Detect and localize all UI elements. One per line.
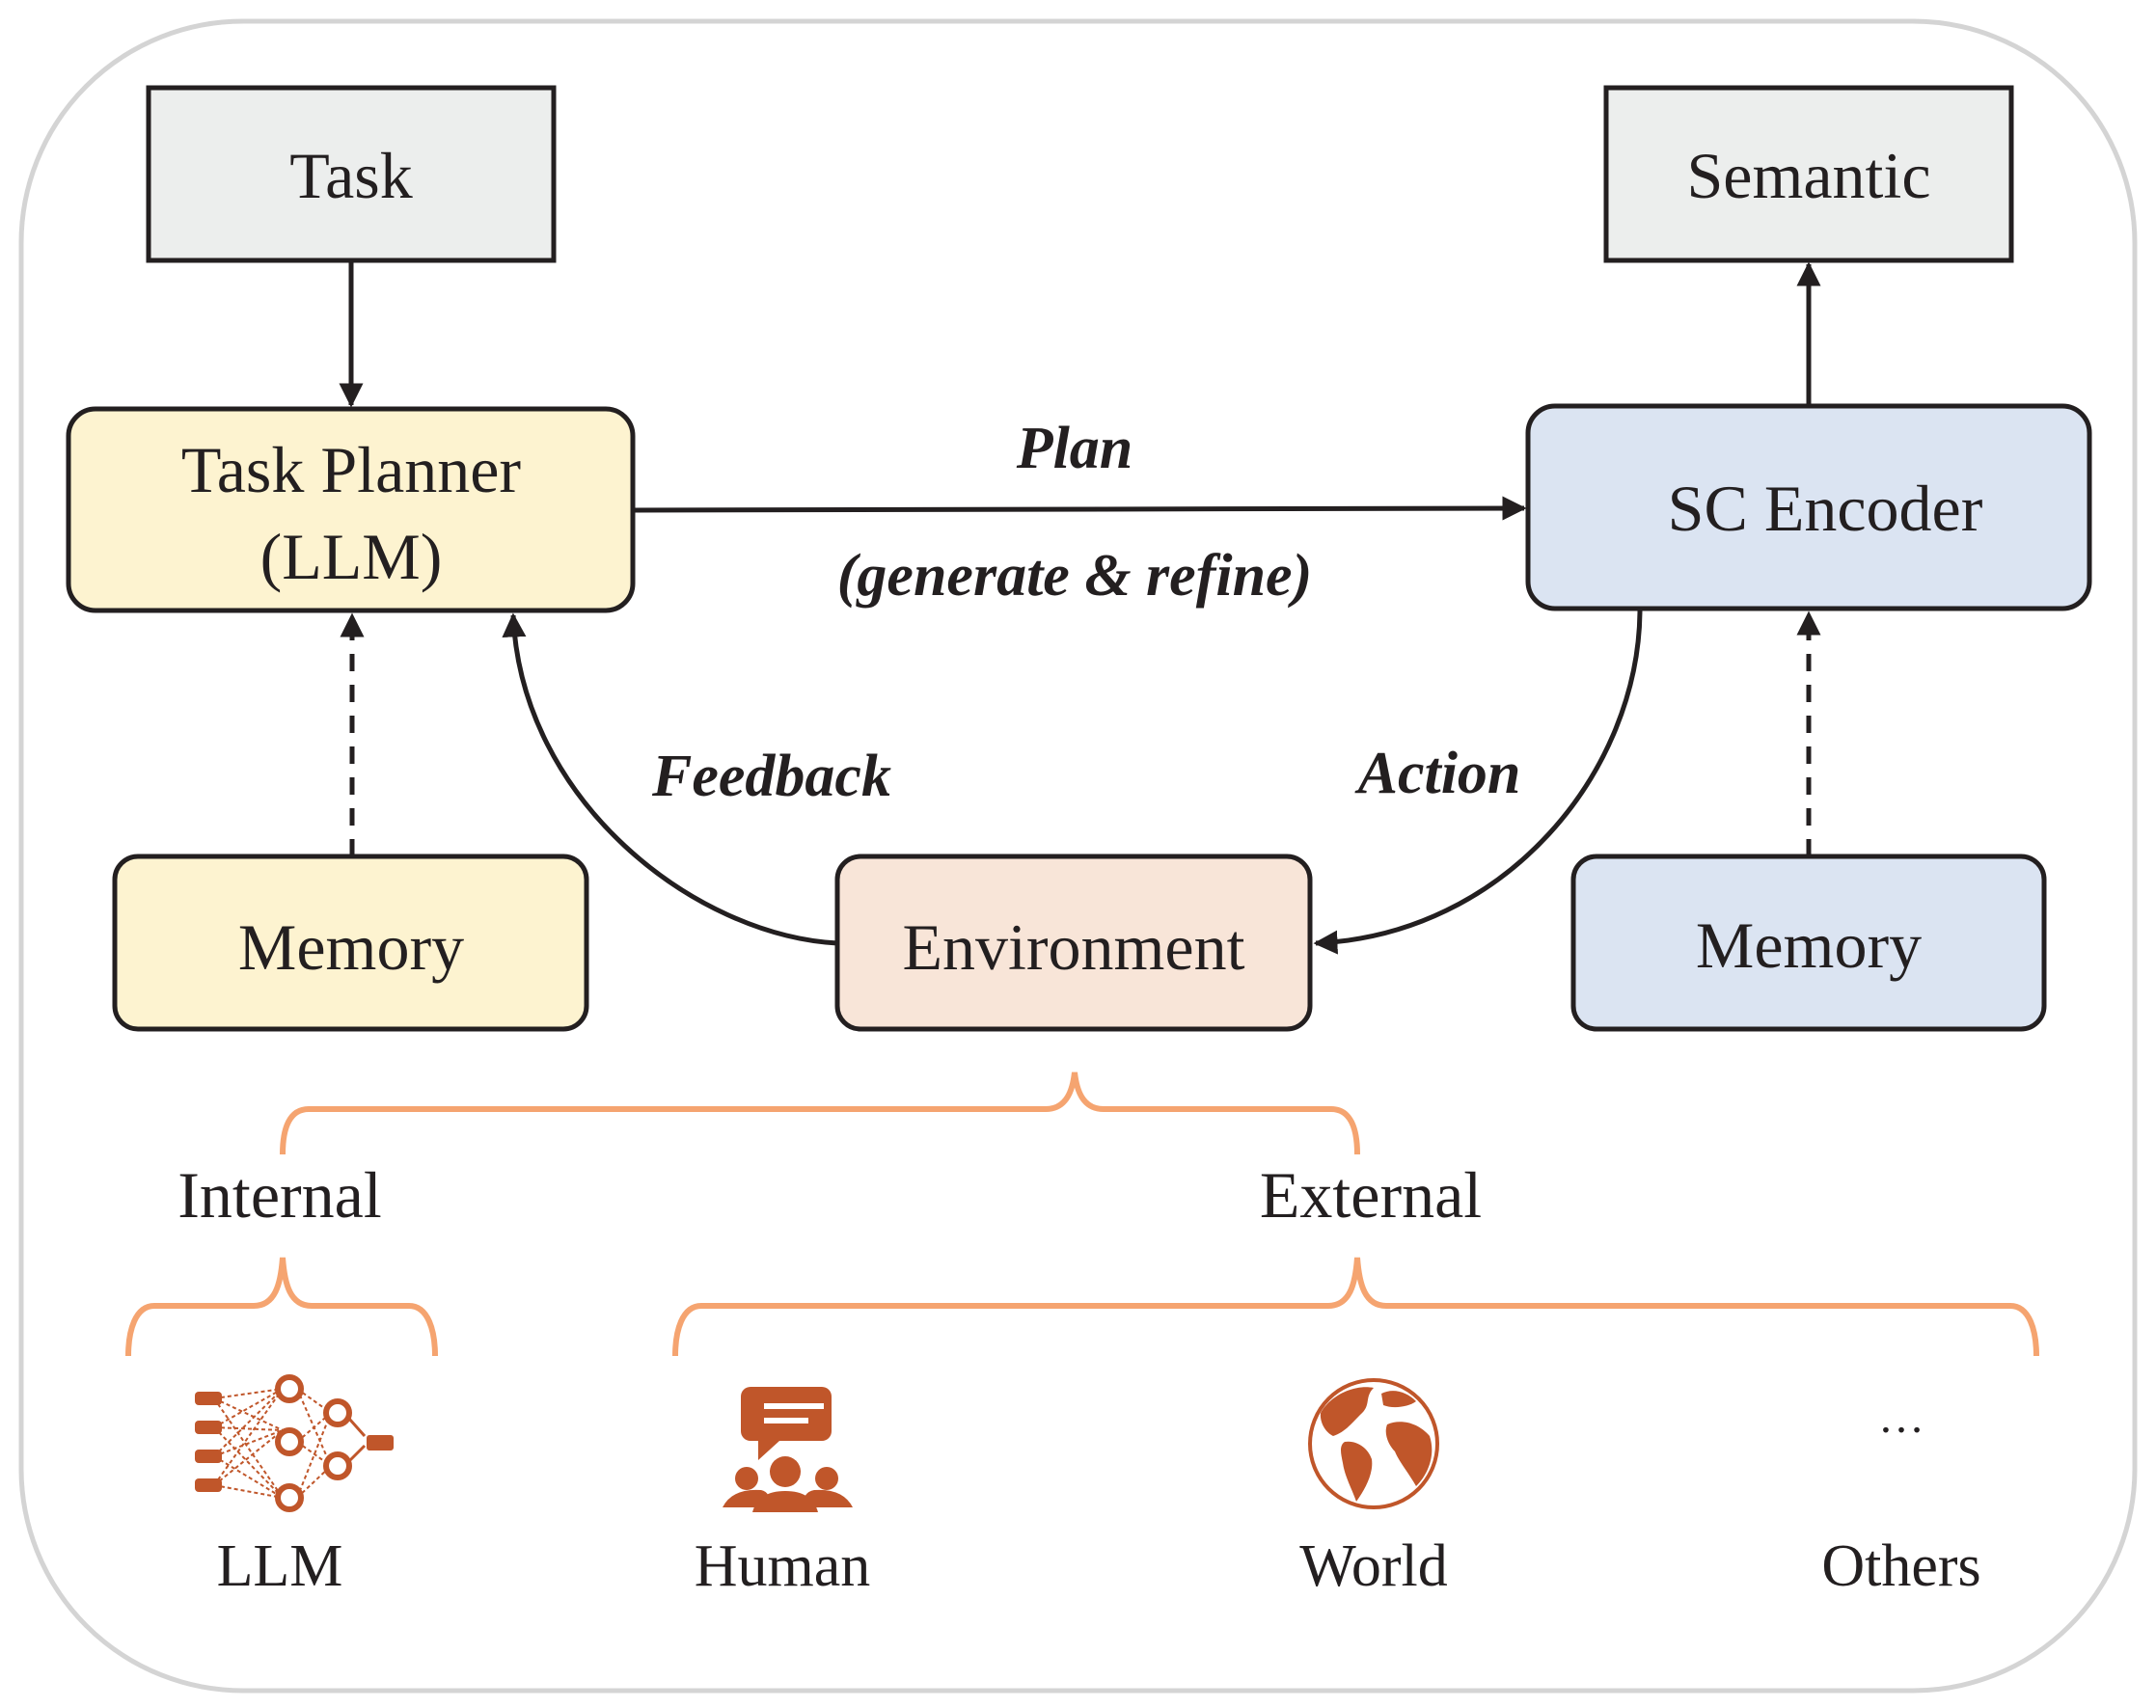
plan-arrow [632, 496, 1527, 521]
source-others-label: Others [1821, 1533, 1980, 1599]
task-label: Task [289, 139, 412, 212]
action-arrow [1313, 608, 1643, 955]
plan-label: Plan [1016, 416, 1133, 481]
internal-label: Internal [177, 1158, 381, 1232]
human-dialogue-icon [723, 1387, 853, 1512]
semantic-node: Semantic [1603, 85, 2014, 263]
task-planner-sublabel: (LLM) [260, 520, 443, 593]
neural-network-icon [195, 1374, 394, 1512]
memory-left-label: Memory [238, 910, 464, 984]
feedback-label: Feedback [651, 744, 891, 809]
action-label: Action [1354, 741, 1521, 806]
plan-sublabel: (generate & refine) [837, 543, 1312, 609]
sc-encoder-label: SC Encoder [1668, 472, 1983, 545]
memory-left-node: Memory [112, 854, 589, 1032]
environment-brace [280, 1071, 1360, 1155]
environment-node: Environment [834, 854, 1313, 1032]
external-brace [672, 1257, 2039, 1357]
task-node: Task [146, 85, 557, 263]
external-label: External [1260, 1158, 1482, 1232]
environment-label: Environment [902, 910, 1244, 984]
internal-brace [125, 1257, 438, 1357]
memory-right-node: Memory [1570, 854, 2047, 1032]
source-world-label: World [1299, 1533, 1447, 1599]
ellipsis-icon: … [1878, 1392, 1924, 1443]
semantic-label: Semantic [1686, 139, 1930, 212]
source-llm-label: LLM [217, 1533, 343, 1599]
task-planner-label: Task Planner [181, 433, 522, 506]
memory-right-label: Memory [1696, 908, 1922, 982]
task-planner-node: Task Planner (LLM) [66, 406, 636, 613]
sc-encoder-node: SC Encoder [1525, 403, 2092, 611]
feedback-arrow [502, 612, 838, 946]
globe-icon [1308, 1378, 1439, 1509]
source-human-label: Human [695, 1533, 871, 1599]
